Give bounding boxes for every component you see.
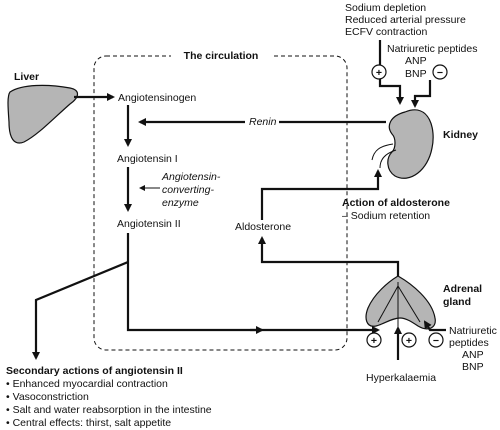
angiotensin-ii-label: Angiotensin II <box>117 218 181 230</box>
kidney-minus-sign: − <box>437 67 443 79</box>
adrenal-negative-arrow <box>423 320 446 332</box>
kidney-stimulus-1: Sodium depletion <box>345 2 426 14</box>
adrenal-inhibitor-4: BNP <box>462 361 484 373</box>
kidney-inhibitor-3: BNP <box>405 68 427 80</box>
adrenal-label-line2: gland <box>443 296 471 308</box>
secondary-action-item-3: • Salt and water reabsorption in the int… <box>6 404 212 416</box>
liver-label: Liver <box>14 71 39 83</box>
adrenal-label-line1: Adrenal <box>443 283 482 295</box>
aldosterone-to-kidney-arrow <box>260 169 382 220</box>
aldosterone-label: Aldosterone <box>235 221 291 233</box>
adrenal-plus-circle-left <box>366 332 382 348</box>
secondary-action-item-4: • Central effects: thirst, salt appetite <box>6 417 171 429</box>
adrenal-minus-sign: − <box>433 335 439 347</box>
ace-label-line1: Angiotensin- <box>161 171 221 183</box>
adrenal-inhibitor-2: peptides <box>449 337 489 349</box>
adrenal-minus-circle <box>428 332 444 348</box>
ureter <box>371 143 394 161</box>
secondary-action-item-2: • Vasoconstriction <box>6 391 89 403</box>
kidney-minus-circle <box>432 64 448 80</box>
kidney-stimulus-3: ECFV contraction <box>345 26 427 38</box>
adrenal-inhibitor-1: Natriuretic <box>449 325 497 337</box>
kidney-label: Kidney <box>443 129 478 141</box>
angiotensin-ii-to-adrenal-arrow <box>126 233 380 334</box>
liver-shape <box>7 84 79 144</box>
adrenal-plus-sign-left: + <box>371 335 377 347</box>
secondary-actions-arrow <box>32 260 129 360</box>
ureter-2 <box>379 149 397 169</box>
ace-label-line3: enzyme <box>162 197 199 209</box>
kidney-plus-sign: + <box>376 67 382 79</box>
adrenal-plus-circle-right <box>401 332 417 348</box>
adrenal-plus-sign-right: + <box>406 335 412 347</box>
adrenal-inhibitor-3: ANP <box>462 349 484 361</box>
adrenal-shape <box>365 275 436 330</box>
kidney-stimulus-2: Reduced arterial pressure <box>345 14 466 26</box>
aldosterone-action-effect: – Sodium retention <box>342 210 430 222</box>
ace-label-line2: converting- <box>162 184 214 196</box>
secondary-action-item-1: • Enhanced myocardial contraction <box>6 378 168 390</box>
angiotensinogen-label: Angiotensinogen <box>118 92 196 104</box>
kidney-inhibitor-1: Natriuretic peptides <box>387 43 477 55</box>
renin-label: Renin <box>249 116 277 128</box>
kidney-shape <box>387 109 434 179</box>
kidney-plus-circle <box>371 64 387 80</box>
circulation-title: The circulation <box>184 50 259 62</box>
kidney-negative-arrow <box>411 80 432 108</box>
kidney-positive-arrow <box>378 40 404 105</box>
secondary-actions-title: Secondary actions of angiotensin II <box>6 365 183 377</box>
kidney-inhibitor-2: ANP <box>405 55 427 67</box>
aldosterone-action-title: Action of aldosterone <box>342 197 450 209</box>
angiotensin-i-label: Angiotensin I <box>117 153 178 165</box>
adrenal-to-aldosterone-arrow <box>258 236 400 288</box>
hyperkalaemia-label: Hyperkalaemia <box>366 372 436 384</box>
